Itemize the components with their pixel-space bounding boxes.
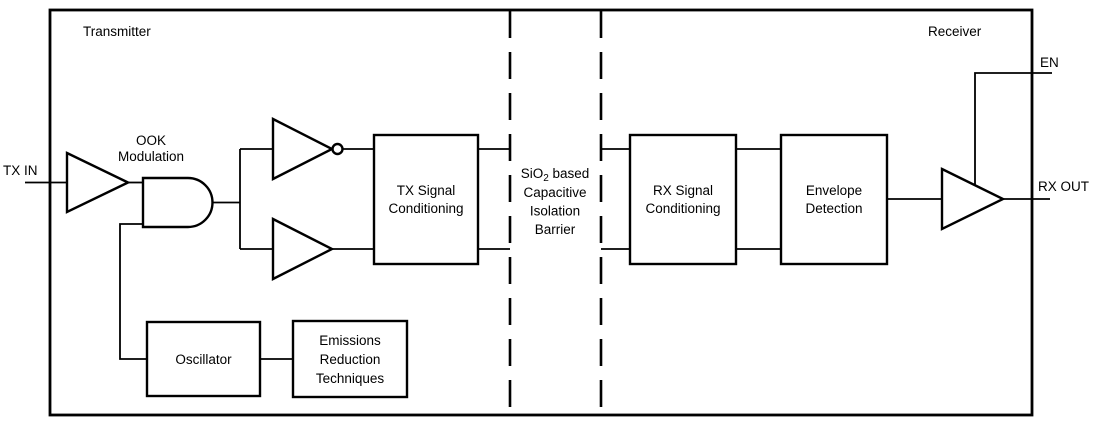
tx-signal-line2: Conditioning [388,201,463,216]
envelope-line2: Detection [805,201,862,216]
rx-signal-conditioning-label: RX Signal Conditioning [645,183,720,216]
emissions-line2: Reduction [320,352,381,367]
rx-output-buffer [940,167,1006,231]
tx-signal-conditioning-label: TX Signal Conditioning [388,183,463,216]
emissions-line1: Emissions [319,333,381,348]
rx-signal-line2: Conditioning [645,201,720,216]
tx-signal-conditioning-box [372,133,480,266]
rx-signal-conditioning-box [628,133,738,266]
inverter-bubble-icon [331,142,344,156]
ook-line1: OOK [136,133,166,148]
barrier-line2: Capacitive [523,185,586,200]
en-port-label: EN [1040,55,1059,70]
rx-out-port-label: RX OUT [1038,179,1089,194]
oscillator-to-and-wire [119,223,147,360]
en-wire [974,72,1052,186]
envelope-detection-label: Envelope Detection [805,183,862,216]
isolation-barrier-label: SiO2 based Capacitive Isolation Barrier [521,166,590,237]
tx-input-buffer [65,151,131,214]
ook-modulation-label: OOK Modulation [118,133,184,164]
oscillator-box [145,320,262,398]
transmitter-label: Transmitter [83,24,151,39]
barrier-line4: Barrier [535,222,576,237]
rx-signal-line1: RX Signal [653,183,713,198]
noninverting-buffer [271,217,335,281]
barrier-line1: SiO2 based [521,166,590,184]
envelope-detection-box [779,133,889,266]
emissions-reduction-box [291,319,409,399]
receiver-label: Receiver [928,24,982,39]
ook-line2: Modulation [118,149,184,164]
emissions-reduction-label: Emissions Reduction Techniques [316,333,385,386]
outer-boundary [48,8,1034,417]
oscillator-label: Oscillator [175,352,232,367]
tx-signal-line1: TX Signal [397,183,456,198]
oscillator-line1: Oscillator [175,352,232,367]
emissions-line3: Techniques [316,371,385,386]
wires [25,72,1052,360]
inverting-buffer [271,117,335,181]
barrier-line3: Isolation [530,204,580,219]
tx-in-port-label: TX IN [3,163,38,178]
envelope-line1: Envelope [806,183,862,198]
ook-and-gate [141,176,214,229]
